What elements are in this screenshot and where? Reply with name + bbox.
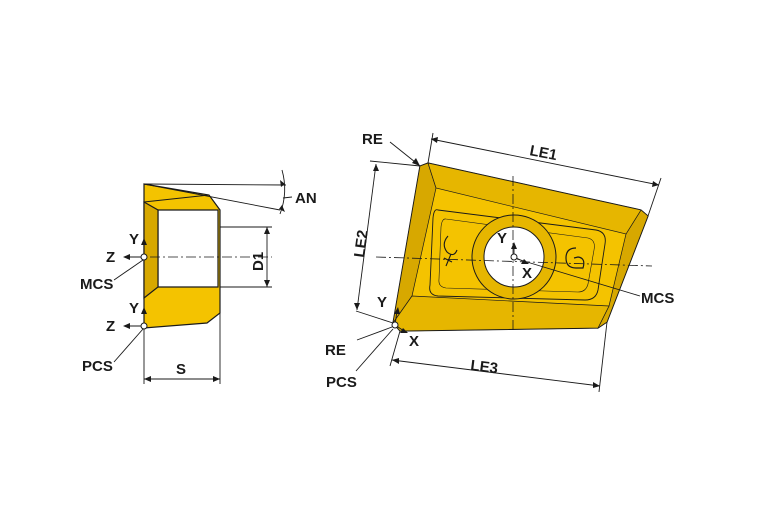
pcs-axis-side bbox=[123, 307, 148, 330]
side-view-bore bbox=[157, 209, 219, 288]
y-pcs-label: Y bbox=[129, 300, 139, 317]
x-center-label: X bbox=[522, 265, 532, 282]
le2-label: LE2 bbox=[351, 229, 372, 259]
pcs-axis-top bbox=[391, 307, 408, 333]
top-view: RE LE1 LE2 LE3 MCS Y X Y X RE PCS bbox=[325, 131, 674, 393]
an-label: AN bbox=[295, 190, 317, 207]
z-pcs-label: Z bbox=[106, 318, 115, 335]
y-mcs-label: Y bbox=[129, 231, 139, 248]
le2-dimension-line bbox=[356, 163, 377, 311]
insert-marking-left bbox=[443, 235, 458, 267]
re-bottom-label: RE bbox=[325, 342, 346, 359]
mcs-axis-side bbox=[123, 238, 148, 261]
pcs-origin-side bbox=[140, 322, 148, 330]
mcs-label-top: MCS bbox=[641, 290, 674, 307]
d1-label: D1 bbox=[250, 252, 267, 271]
s-label: S bbox=[176, 361, 186, 378]
le3-label: LE3 bbox=[470, 357, 499, 377]
le3-dimension-line bbox=[391, 359, 601, 387]
y-center-label: Y bbox=[497, 230, 507, 247]
mcs-origin-side bbox=[140, 253, 148, 261]
an-arrow-bottom bbox=[279, 205, 285, 212]
top-view-chipbreaker-left bbox=[392, 162, 437, 324]
pcs-label-side: PCS bbox=[82, 358, 113, 375]
side-view-counterbore bbox=[143, 200, 159, 300]
pcs-label-top: PCS bbox=[326, 374, 357, 391]
z-mcs-label: Z bbox=[106, 249, 115, 266]
side-view: AN D1 S Y Z MCS Y Z PCS bbox=[80, 169, 317, 384]
x-corner-label: X bbox=[409, 333, 419, 350]
mcs-origin-top bbox=[510, 253, 518, 261]
le1-label: LE1 bbox=[528, 142, 558, 164]
le1-dimension-line bbox=[430, 138, 660, 186]
re-top-label: RE bbox=[362, 131, 383, 148]
an-arrow-top bbox=[280, 180, 285, 187]
y-corner-label: Y bbox=[377, 294, 387, 311]
mcs-label-side: MCS bbox=[80, 276, 113, 293]
pcs-origin-top bbox=[391, 321, 399, 329]
insert-marking-right bbox=[565, 247, 585, 269]
